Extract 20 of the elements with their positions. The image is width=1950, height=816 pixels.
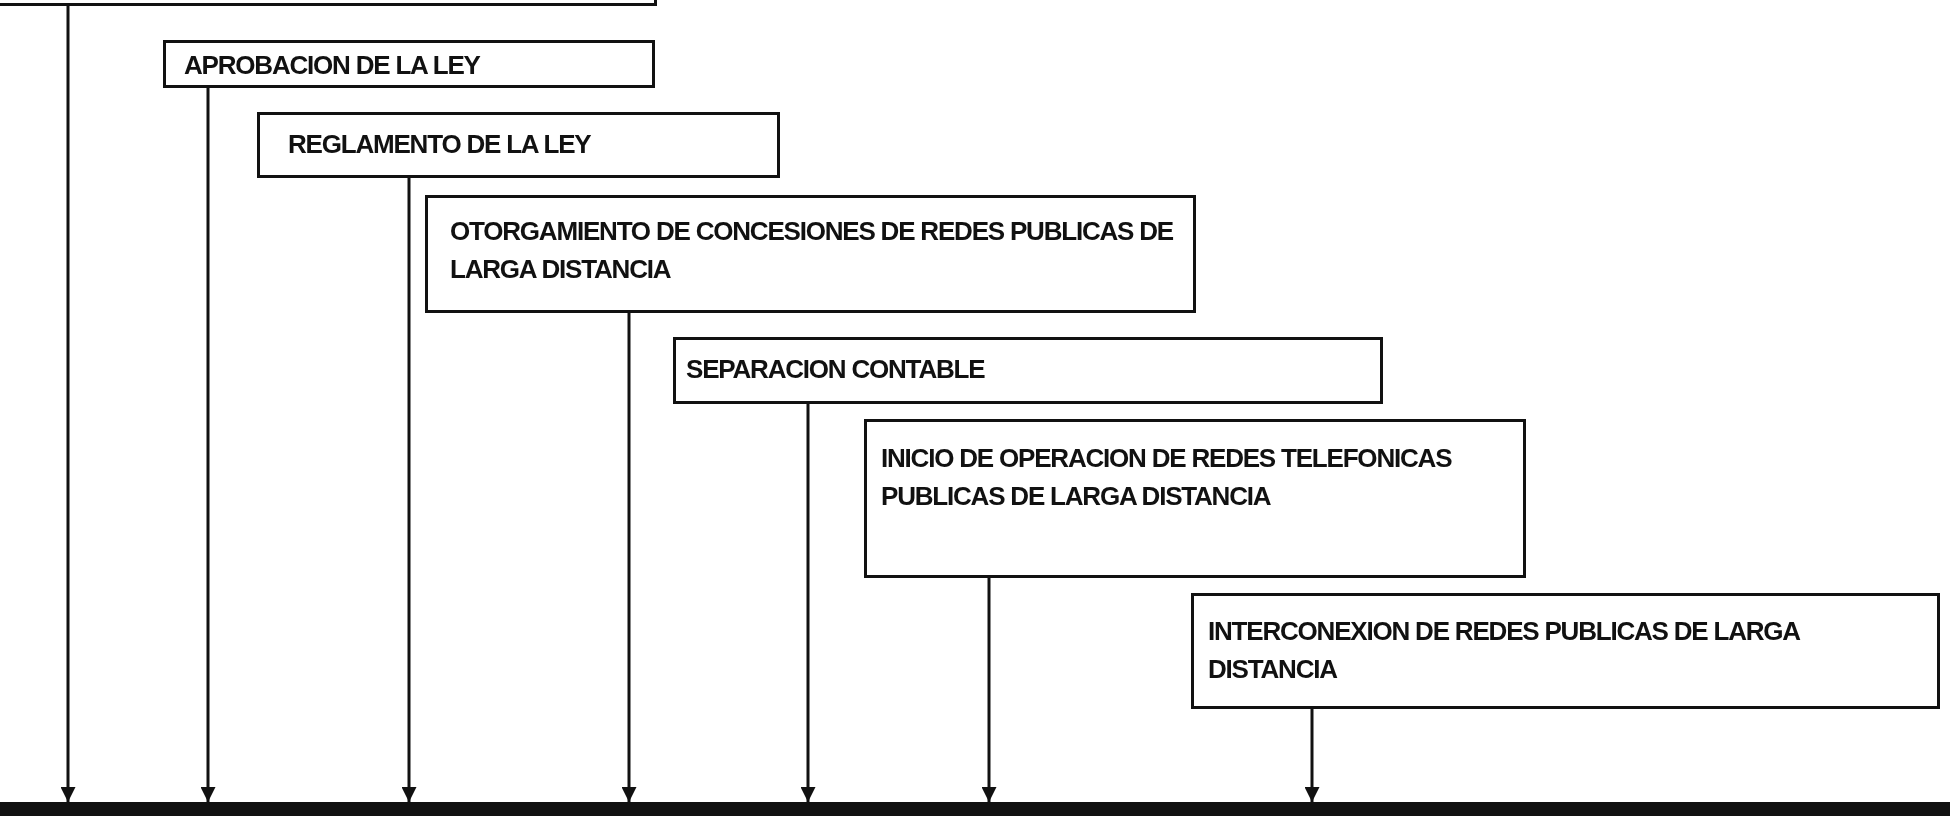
arrow <box>621 313 637 802</box>
arrow <box>1304 709 1320 802</box>
arrow <box>981 578 997 802</box>
event-label: SEPARACION CONTABLE <box>686 353 986 386</box>
arrow <box>401 178 417 802</box>
arrow <box>800 404 816 802</box>
event-box <box>163 40 655 88</box>
event-label: INICIO DE OPERACION DE REDES TELEFONICAS PUBLICAS DE LARGA DISTANCIA <box>881 442 1453 513</box>
event-box <box>1191 593 1940 709</box>
timeline-bar <box>0 802 1950 816</box>
event-label: OTORGAMIENTO DE CONCESIONES DE REDES PUBLICAS DE LARGA DISTANCIA <box>450 215 1174 286</box>
event-box <box>425 195 1196 313</box>
arrow <box>60 6 76 802</box>
event-label: INTERCONEXION DE REDES PUBLICAS DE LARGA DISTANCIA <box>1208 615 1801 686</box>
event-box <box>864 419 1526 578</box>
event-label: APROBACION DE LA LEY <box>184 49 481 82</box>
event-label: REGLAMENTO DE LA LEY <box>288 128 592 161</box>
arrow <box>200 88 216 802</box>
event-box <box>257 112 780 178</box>
event-box <box>673 337 1383 404</box>
